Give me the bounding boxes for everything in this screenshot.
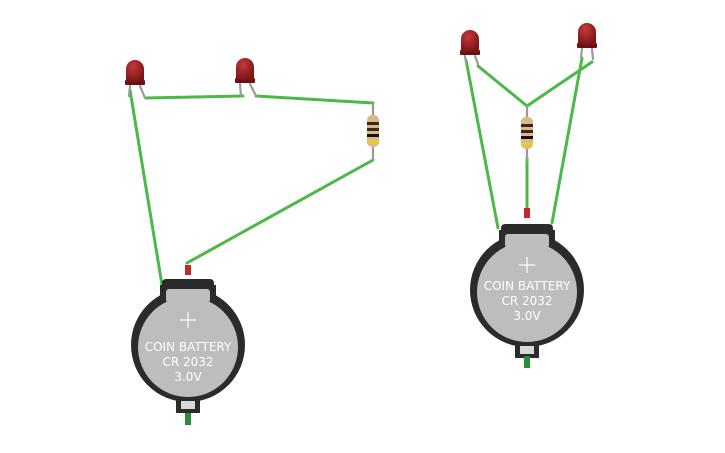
led-3-cathode-lead [473,54,480,66]
wire-led4-to-resistor[interactable] [525,60,594,108]
battery-2-cell [477,242,577,342]
led-4-cathode-lead [590,47,595,61]
battery-1[interactable]: COIN BATTERY CR 2032 3.0V [131,265,245,425]
resistor-1-band-4 [367,140,379,144]
battery-1-cell-notch [166,289,210,303]
resistor-1-band-3 [367,134,379,137]
led-1-dome [126,60,144,82]
circuit-parallel: COIN BATTERY CR 2032 3.0V [460,23,597,368]
plus-icon [519,257,535,273]
led-2[interactable] [235,58,258,98]
battery-1-clip-left [160,285,166,299]
wire-resistor-to-battery[interactable] [185,158,375,265]
led-2-anode-lead [238,82,243,98]
wire-battery-to-led3[interactable] [464,58,500,230]
battery-1-model: CR 2032 [162,355,213,369]
wire-battery-to-led4[interactable] [550,56,584,225]
battery-2[interactable]: COIN BATTERY CR 2032 3.0V [470,208,584,368]
battery-2-model: CR 2032 [501,294,552,308]
led-4[interactable] [577,23,597,61]
battery-2-positive-terminal[interactable] [524,208,530,218]
led-2-dome [236,58,254,80]
resistor-2-band-3 [521,136,533,139]
led-4-dome [578,23,596,45]
battery-2-clip-left [499,230,505,244]
battery-1-cell [138,297,238,397]
resistor-1-band-1 [367,122,379,125]
led-3[interactable] [460,30,480,66]
battery-2-cell-notch [505,234,549,248]
led-1-anode-lead [127,84,132,98]
led-3-anode-lead [463,54,468,64]
battery-2-bottom-clip [520,346,534,354]
resistor-1-band-2 [367,128,379,131]
led-1-cathode-lead [138,84,147,100]
resistor-2-band-1 [521,124,533,127]
wires-series [128,88,375,287]
battery-2-label: COIN BATTERY [484,279,571,293]
battery-1-label: COIN BATTERY [145,340,232,354]
wires-parallel [464,56,594,230]
battery-1-positive-terminal[interactable] [185,265,191,275]
led-1[interactable] [125,60,147,100]
plus-icon [180,312,196,328]
circuit-series: COIN BATTERY CR 2032 3.0V [125,58,379,425]
led-4-anode-lead [579,47,584,59]
wire-led1-to-led2[interactable] [144,94,245,100]
resistor-1[interactable] [367,102,379,162]
resistor-2-band-4 [521,142,533,146]
wire-led3-to-resistor[interactable] [476,64,529,108]
resistor-2[interactable] [521,104,533,162]
led-3-dome [461,30,479,52]
battery-2-negative-terminal[interactable] [524,356,530,368]
battery-1-negative-terminal[interactable] [185,413,191,425]
resistor-2-band-2 [521,130,533,133]
battery-2-voltage: 3.0V [513,309,541,323]
wire-led2-to-resistor[interactable] [254,94,375,105]
battery-1-bottom-clip [181,401,195,409]
battery-1-voltage: 3.0V [174,370,202,384]
wire-battery-to-led1[interactable] [128,88,164,287]
battery-2-clip-right [549,230,555,244]
battery-1-clip-right [210,285,216,299]
led-2-cathode-lead [248,82,258,98]
